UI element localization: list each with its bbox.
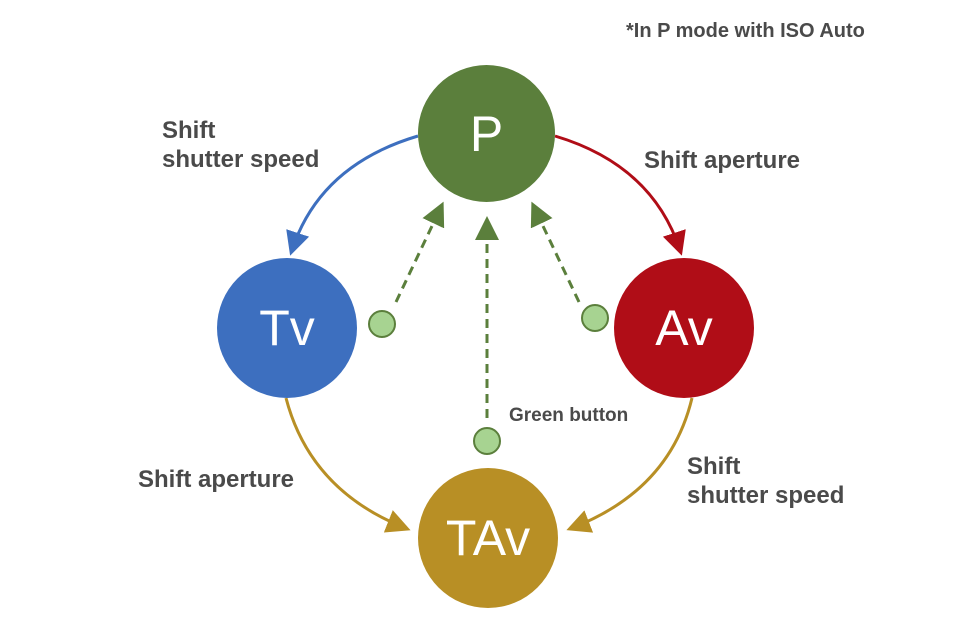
label-p-to-tv: Shift shutter speed	[162, 116, 319, 174]
arrow-tv-to-tav	[284, 397, 411, 533]
mode-tav-node: TAv	[418, 468, 558, 608]
mode-av-label: Av	[655, 300, 713, 356]
mode-tav-label: TAv	[445, 510, 531, 566]
label-tv-to-tav: Shift aperture	[138, 466, 295, 493]
iso-auto-note: *In P mode with ISO Auto	[626, 20, 865, 42]
label-p-to-tv-line2: shutter speed	[162, 146, 320, 173]
arrow-p-to-tv	[286, 134, 419, 256]
mode-p-node: P	[418, 65, 555, 202]
green-button-label: Green button	[509, 405, 629, 426]
green-arrow-left	[394, 201, 445, 303]
green-button-dot-right	[581, 304, 609, 332]
arrow-p-to-av	[554, 134, 686, 256]
label-p-to-av: Shift aperture	[644, 147, 801, 174]
mode-tv-label: Tv	[259, 300, 315, 356]
green-button-dot-left	[368, 310, 396, 338]
mode-tv-node: Tv	[217, 258, 357, 398]
label-av-to-tav-line1: Shift	[687, 453, 741, 480]
mode-av-node: Av	[614, 258, 754, 398]
green-button-dot-center	[473, 427, 501, 455]
green-arrow-right	[530, 201, 581, 303]
mode-p-label: P	[469, 105, 504, 162]
arrow-av-to-tav	[566, 397, 694, 533]
label-av-to-tav-line2: shutter speed	[687, 482, 845, 509]
label-av-to-tav: Shift shutter speed	[687, 452, 844, 510]
label-p-to-tv-line1: Shift	[162, 117, 216, 144]
